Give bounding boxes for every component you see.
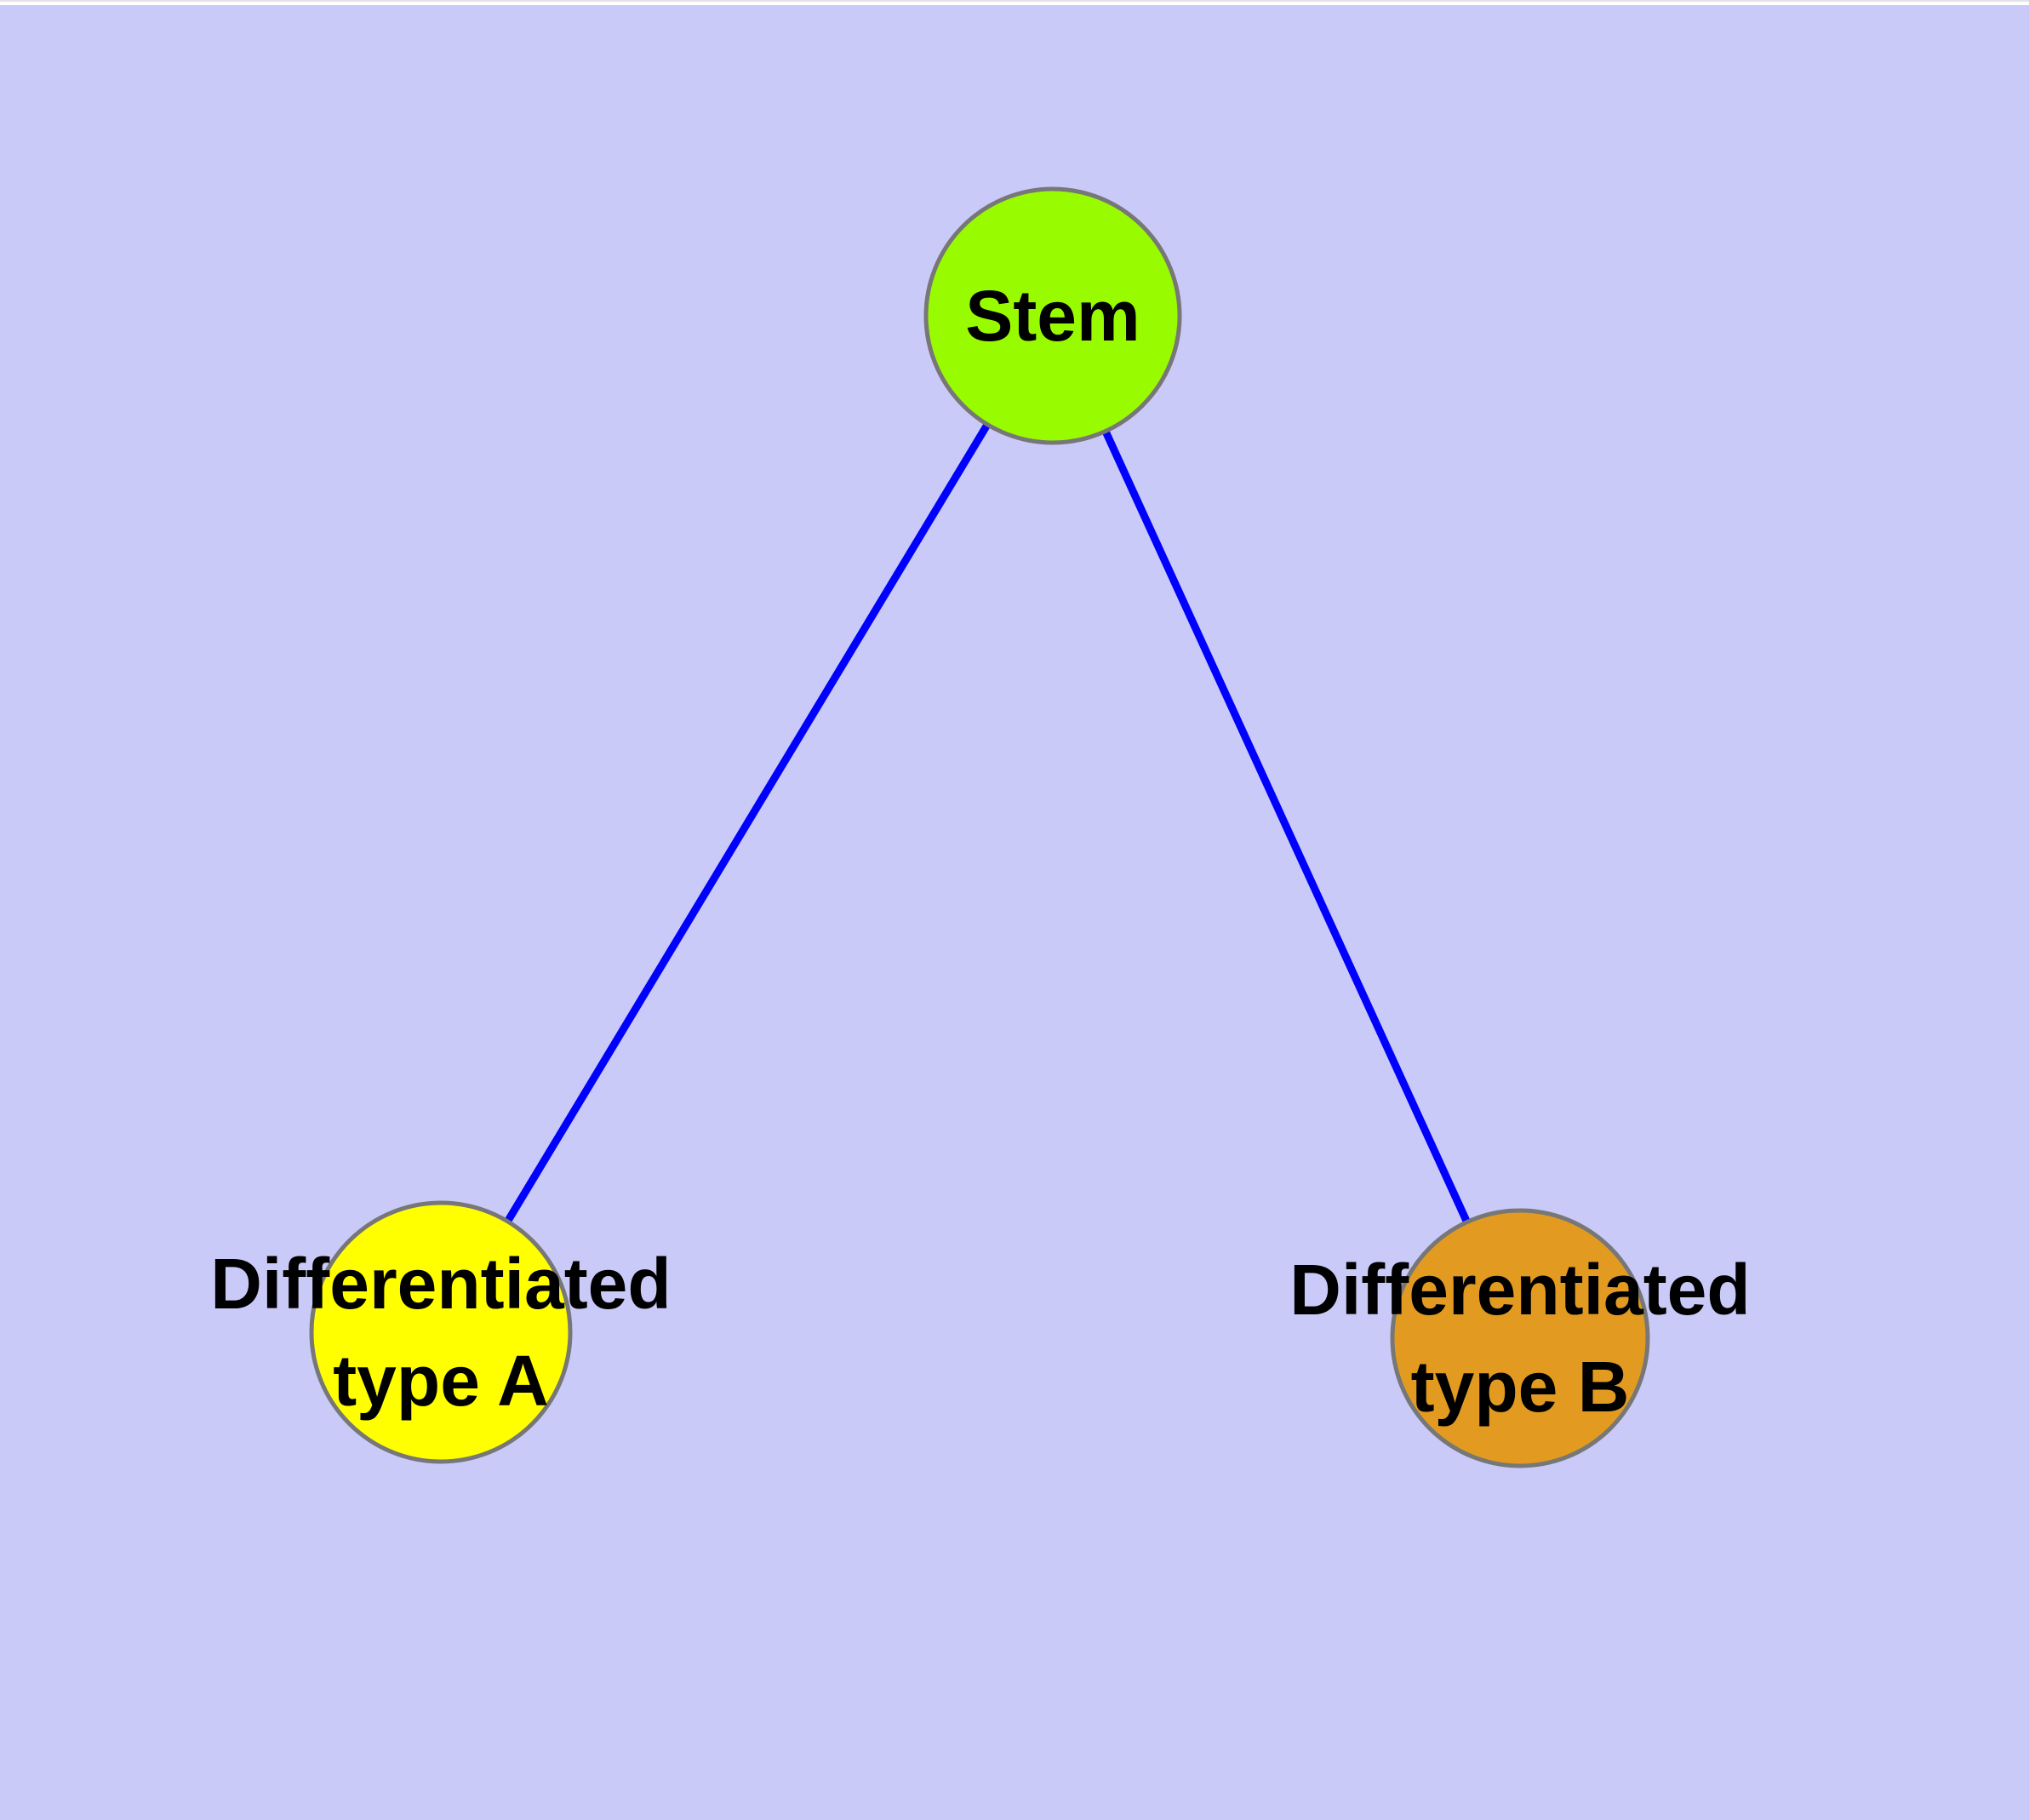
node-differentiated-type-a: [309, 1200, 573, 1464]
node-stem: [923, 186, 1182, 445]
node-label-differentiated-type-a: Differentiated type A: [210, 1244, 672, 1421]
node-label-differentiated-type-b: Differentiated type B: [1289, 1250, 1751, 1427]
edge-stem-to-type-a: [437, 313, 1056, 1335]
window-top-edge: [0, 0, 2029, 5]
node-differentiated-type-b: [1390, 1208, 1650, 1468]
edge-stem-to-type-b: [1049, 314, 1524, 1340]
node-label-stem: Stem: [965, 276, 1140, 356]
